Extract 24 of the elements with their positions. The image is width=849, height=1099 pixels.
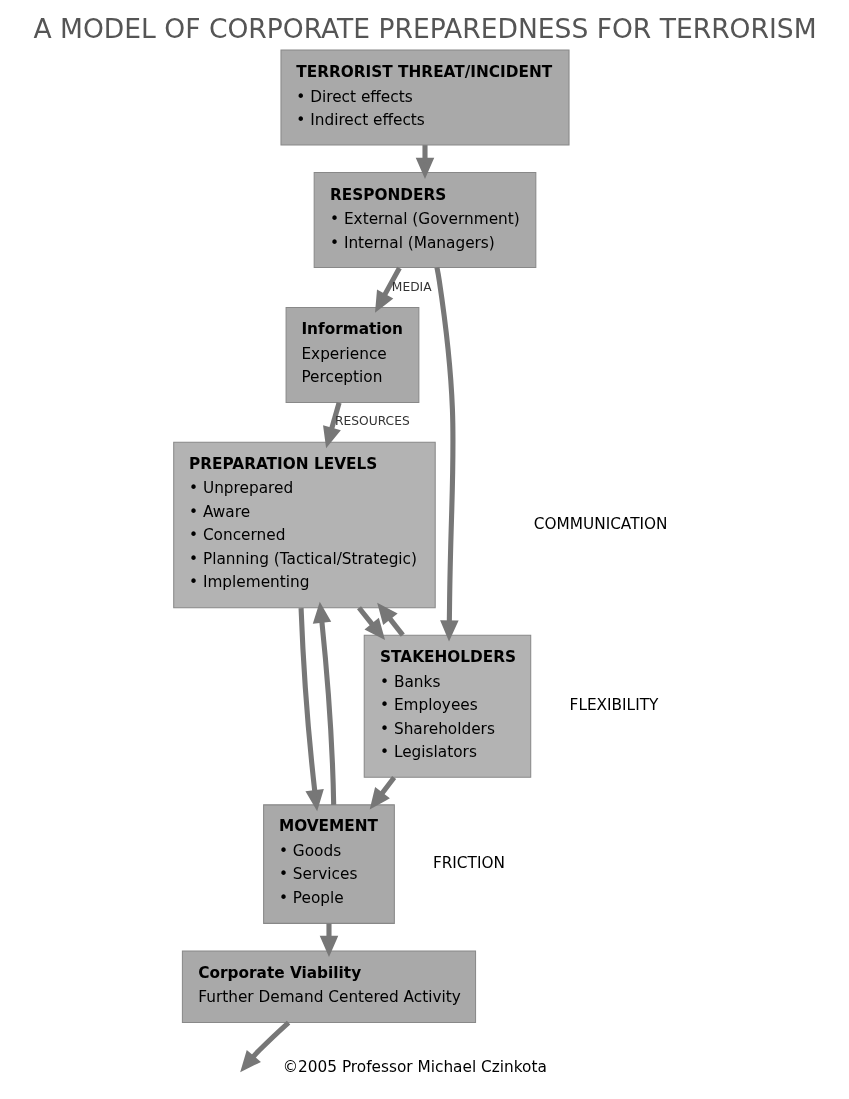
- node-box: RESPONDERS • External (Government) • Internal (Managers): [313, 172, 536, 269]
- arrow: [433, 267, 459, 642]
- node-box: Information Experience Perception: [285, 306, 419, 403]
- node-box: MOVEMENT • Goods • Services • People: [262, 804, 395, 924]
- node-box: Corporate Viability Further Demand Centered Activity: [181, 950, 476, 1023]
- label: FRICTION: [432, 853, 505, 872]
- arrow: [356, 606, 385, 641]
- arrow: [376, 602, 405, 637]
- node-box: PREPARATION LEVELS • Unprepared • Aware • Concerned • Planning (Tactical/Strategic) • Implementing: [172, 441, 436, 609]
- arrow: [319, 923, 338, 958]
- arrow: [374, 266, 402, 313]
- node-box: STAKEHOLDERS • Banks • Employees • Shareholders • Legislators: [363, 634, 531, 778]
- edge-label: MEDIA: [391, 279, 432, 294]
- node-box: TERRORIST THREAT/INCIDENT • Direct effects • Indirect effects: [279, 49, 570, 146]
- label: ©2005 Professor Michael Czinkota: [282, 1057, 547, 1076]
- edge-label: RESOURCES: [334, 414, 410, 429]
- arrow: [312, 601, 336, 805]
- diagram-title: A MODEL OF CORPORATE PREPAREDNESS FOR TERRORISM: [32, 12, 817, 44]
- arrow: [369, 775, 396, 810]
- label: COMMUNICATION: [533, 514, 668, 533]
- label: FLEXIBILITY: [569, 695, 658, 714]
- arrow: [322, 402, 342, 449]
- arrow: [415, 145, 434, 179]
- arrow: [298, 607, 324, 812]
